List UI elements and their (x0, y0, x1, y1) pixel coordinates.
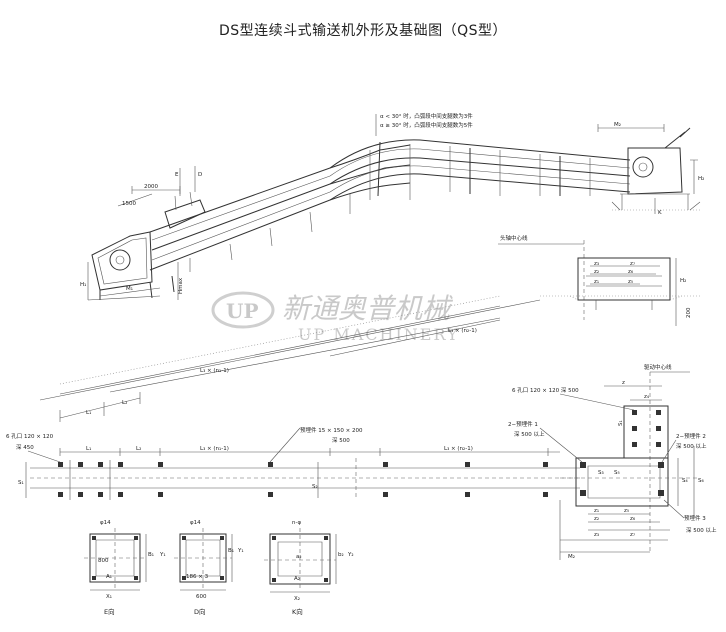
elevation-view: M₂ H₂ K 2000 1500 E D H₁ M₁ Hmax α < 30°… (80, 112, 704, 301)
plan-l1: L₁ (86, 446, 91, 452)
drive-axis-label: 驱动中心线 (644, 363, 672, 371)
plan-l3n2: L₃ × (n₂-1) (444, 446, 473, 452)
view-d-hole: φ14 (190, 520, 201, 526)
m2-label: M₂ (614, 122, 621, 128)
hf-h2: H₂ (680, 278, 686, 284)
drive-s1: S₁ (618, 420, 624, 426)
view-k-a2: a₂ (296, 554, 302, 560)
view-d: φ14 186 × 3 600 B₁ Y₁ D向 (174, 520, 244, 616)
head-foundation-detail: 头轴中心线 z₃ z₇ z₂ z₆ z₁ z₅ H₂ 200 (498, 234, 700, 326)
drive-z7: z₇ (630, 532, 635, 538)
hf-z7: z₇ (630, 261, 635, 267)
head-axis-label: 头轴中心线 (500, 234, 528, 242)
plan-holes-label: 6 孔口 120 × 120 (6, 432, 54, 440)
hmax-label: Hmax (178, 277, 184, 294)
drive-z6: z₆ (630, 516, 636, 522)
view-k-X2: X₂ (294, 596, 300, 602)
drive-z1: z₁ (594, 508, 599, 514)
view-e: φ14 800 A₁ X₁ B₁ Y₁ E向 (84, 520, 166, 616)
view-d-y: Y₁ (237, 548, 244, 554)
e-label: E (175, 172, 179, 178)
drive-embed3: 预埋件 3 (684, 514, 706, 522)
view-k-hole: n-φ (292, 520, 301, 526)
drive-m2: M₂ (568, 554, 575, 560)
plan-view: 6 孔口 120 × 120 深 450 L₁ L₂ L₃ × (n₁-1) L… (6, 426, 580, 500)
watermark-logo: UP (226, 299, 258, 323)
plan-s1: S₁ (18, 480, 24, 486)
plan-depth-label: 深 450 (16, 443, 34, 451)
view-e-x: X₁ (106, 594, 112, 600)
watermark-chinese: 新通奥普机械 (282, 292, 454, 325)
drive-embed1: 2−预埋件 1 (508, 420, 538, 428)
slope-l3n2: L₃ × (n₂-1) (448, 328, 477, 334)
view-e-b: B₁ (148, 552, 154, 558)
drive-z: z (622, 380, 625, 386)
h2-label: H₂ (698, 176, 704, 182)
view-e-caption: E向 (104, 607, 115, 616)
dim-1500: 1500 (122, 201, 136, 207)
drive-embed1-depth: 深 500 以上 (514, 430, 545, 438)
plan-embed-depth: 深 500 (332, 436, 350, 444)
drive-embed2: 2−预埋件 2 (676, 432, 706, 440)
drive-foundation-plan: 6 孔口 120 × 120 深 500 驱动中心线 z z₄ S₁ S₃ S₅… (508, 363, 717, 560)
plan-l3n1: L₃ × (n₁-1) (200, 446, 229, 452)
drive-z4: z₄ (644, 394, 650, 400)
drive-z3: z₃ (594, 532, 599, 538)
view-d-b: B₁ (228, 548, 234, 554)
drive-embed2-depth: 深 500 以上 (676, 442, 707, 450)
watermark: UP 新通奥普机械 UP MACHINERY (211, 291, 460, 344)
view-k-caption: K向 (292, 607, 303, 616)
drive-z5: z₅ (624, 508, 629, 514)
drive-s4: S₄ (682, 478, 688, 484)
view-d-x: 600 (196, 594, 207, 600)
slope-l3n1: L₃ × (n₁-1) (200, 368, 229, 374)
view-d-caption: D向 (194, 607, 206, 616)
drive-embed3-depth: 深 500 以上 (686, 526, 717, 534)
drive-s6: S₆ (698, 478, 704, 484)
drive-holes-label: 6 孔口 120 × 120 深 500 (512, 386, 579, 394)
hf-z1: z₁ (594, 279, 599, 285)
plan-l2: L₂ (136, 446, 141, 452)
k-label: K (658, 210, 662, 216)
slope-dimensions: L₃ × (n₂-1) L₃ × (n₁-1) L₂ L₁ (39, 295, 541, 422)
drive-z2: z₂ (594, 516, 599, 522)
view-e-hole: φ14 (100, 520, 111, 526)
plan-s2: S₂ (312, 484, 318, 490)
drive-s3: S₃ (598, 470, 604, 476)
drive-s5: S₅ (614, 470, 620, 476)
view-e-a: A₁ (106, 574, 112, 580)
view-k-y: Y₂ (347, 552, 354, 558)
hf-200: 200 (686, 307, 692, 318)
view-e-w: 800 (98, 558, 109, 564)
hf-z2: z₂ (594, 269, 599, 275)
note-line-2: α ≥ 30° 时，凸弧段中间支腿数为5件 (380, 121, 473, 129)
view-e-y: Y₁ (159, 552, 166, 558)
hf-z5: z₅ (628, 279, 633, 285)
view-k-b2: b₂ (338, 552, 344, 558)
slope-l2: L₂ (122, 400, 127, 406)
dim-2000: 2000 (144, 184, 158, 190)
slope-l1: L₁ (86, 410, 91, 416)
h1-label: H₁ (80, 282, 86, 288)
d-label: D (198, 172, 202, 178)
m1-label: M₁ (126, 286, 133, 292)
view-k: n-φ a₂ A₂ X₂ b₂ Y₂ K向 (264, 520, 354, 616)
hf-z3: z₃ (594, 261, 599, 267)
watermark-english: UP MACHINERY (298, 325, 460, 344)
view-k-A2: A₂ (294, 576, 300, 582)
view-d-w: 186 × 3 (186, 574, 209, 580)
hf-z6: z₆ (628, 269, 634, 275)
note-line-1: α < 30° 时，凸弧段中间支腿数为3件 (380, 112, 473, 120)
plan-embed-label: 预埋件 15 × 150 × 200 (300, 426, 363, 434)
page-title: DS型连续斗式输送机外形及基础图（QS型） (218, 23, 508, 39)
